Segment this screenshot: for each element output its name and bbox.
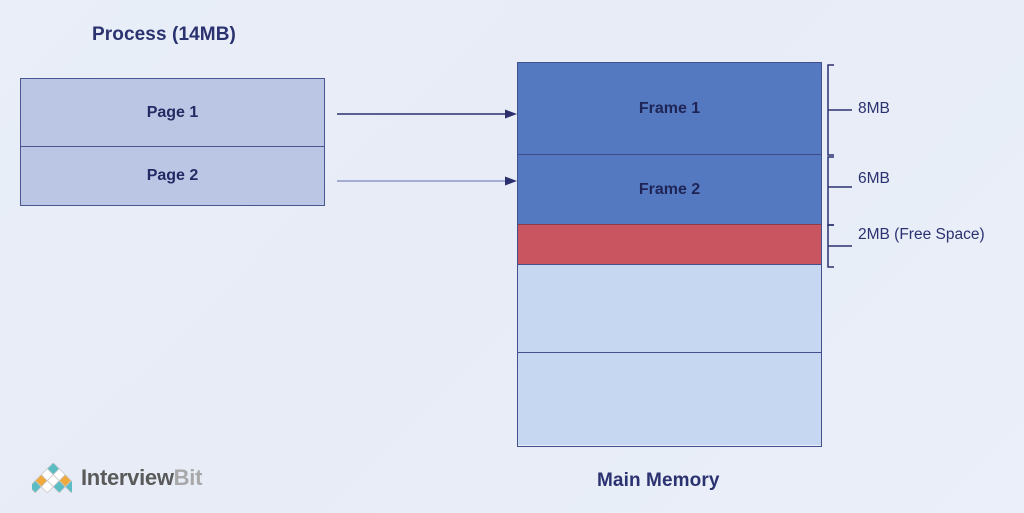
mapping-arrow-page1-frame1 [337, 108, 517, 120]
memory-frame-1-label: Frame 1 [638, 99, 701, 117]
mapping-arrow-page2-frame2 [337, 175, 517, 187]
process-page-1-label: Page 1 [146, 103, 199, 121]
memory-empty-frame-2 [518, 353, 821, 445]
process-page-2: Page 2 [20, 146, 325, 206]
annotation-6mb: 6MB [858, 170, 890, 187]
bracket-2mb-icon [826, 224, 852, 268]
annotation-2mb-free-space: 2MB (Free Space) [858, 226, 985, 243]
process-page-1: Page 1 [20, 78, 325, 147]
annotation-8mb: 8MB [858, 100, 890, 117]
bracket-6mb-icon [826, 156, 852, 226]
memory-frame-2: Frame 2 [518, 155, 821, 224]
bracket-8mb-icon [826, 64, 852, 156]
process-title: Process (14MB) [92, 24, 236, 45]
interviewbit-logo: InterviewBit [32, 463, 202, 493]
interviewbit-wordmark: InterviewBit [81, 465, 202, 491]
process-page-2-label: Page 2 [146, 167, 199, 184]
memory-empty-frame-1 [518, 265, 821, 353]
logo-text-interview: Interview [81, 465, 174, 490]
logo-text-bit: Bit [173, 465, 203, 490]
main-memory-column: Frame 1 Frame 2 [517, 62, 822, 447]
memory-frame-2-label: Frame 2 [638, 180, 701, 198]
memory-frame-1: Frame 1 [518, 63, 821, 155]
memory-free-space-block [518, 224, 821, 265]
main-memory-title: Main Memory [597, 470, 720, 491]
interviewbit-diamond-mark-icon [32, 463, 72, 493]
